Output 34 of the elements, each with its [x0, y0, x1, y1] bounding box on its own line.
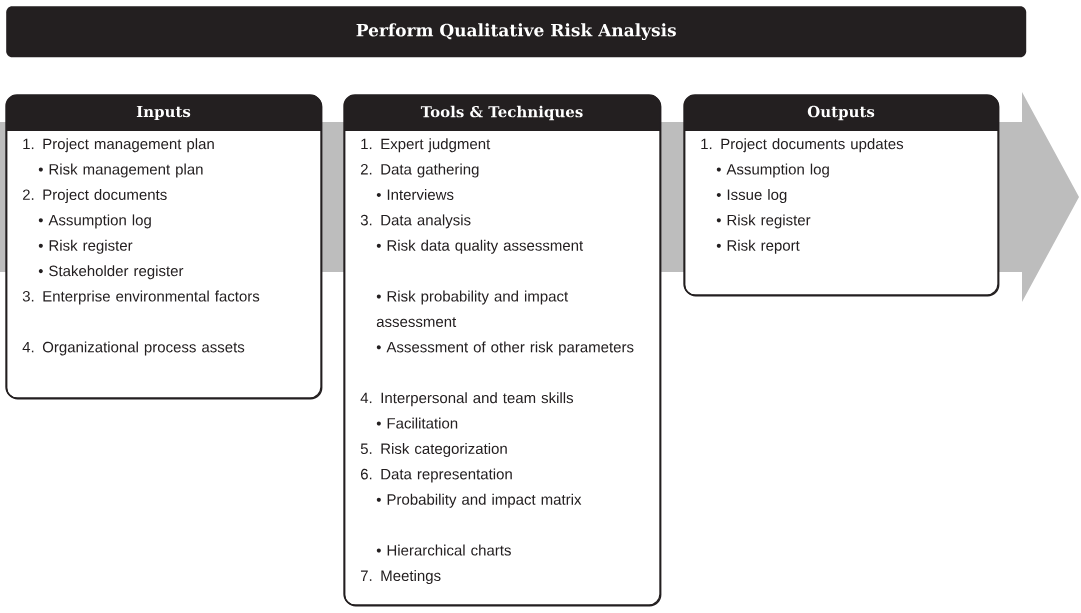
column-box	[343, 94, 662, 607]
column-heading: Outputs	[807, 105, 875, 121]
list-item: • Risk register	[716, 214, 811, 229]
list-item: 5. Risk categorization	[360, 443, 507, 457]
list-item: • Probability and impact matrix	[376, 493, 582, 508]
list-item: • Assumption log	[38, 214, 151, 229]
list-item: 3. Enterprise environmental factors	[22, 290, 260, 305]
list-item: 3. Data analysis	[360, 214, 471, 229]
list-item: 2. Data gathering	[360, 163, 479, 178]
list-item: 1. Project documents updates	[701, 138, 904, 153]
list-item: • Risk management plan	[38, 163, 203, 178]
list-item: 4. Interpersonal and team skills	[360, 392, 574, 407]
list-item: 1. Project management plan	[23, 138, 214, 153]
list-item: • Hierarchical charts	[376, 544, 511, 556]
list-item: • Risk register	[38, 239, 133, 254]
list-item: • Interviews	[376, 189, 454, 200]
list-item: • Risk report	[716, 239, 800, 254]
list-item: • Stakeholder register	[38, 265, 184, 280]
list-item: • Assessment of other risk parameters	[376, 341, 634, 356]
list-item: • Issue log	[716, 189, 787, 203]
column-heading: Inputs	[136, 106, 191, 121]
list-item: 1. Expert judgment	[361, 138, 491, 153]
list-item: 2. Project documents	[22, 189, 167, 203]
column-box	[683, 94, 1000, 297]
list-item: 4. Organizational process assets	[22, 341, 245, 356]
list-item: • Assumption log	[716, 163, 829, 178]
list-item: 7. Meetings	[360, 570, 441, 584]
column-heading: Tools & Techniques	[420, 105, 583, 121]
title-banner: Perform Qualitative Risk Analysis	[6, 6, 1027, 58]
column-box	[5, 94, 323, 400]
list-item: • Facilitation	[376, 417, 458, 429]
list-item: • Risk data quality assessment	[376, 239, 584, 254]
list-item: 6. Data representation	[360, 468, 512, 483]
list-item: • Risk probability and impact assessment	[376, 290, 569, 327]
